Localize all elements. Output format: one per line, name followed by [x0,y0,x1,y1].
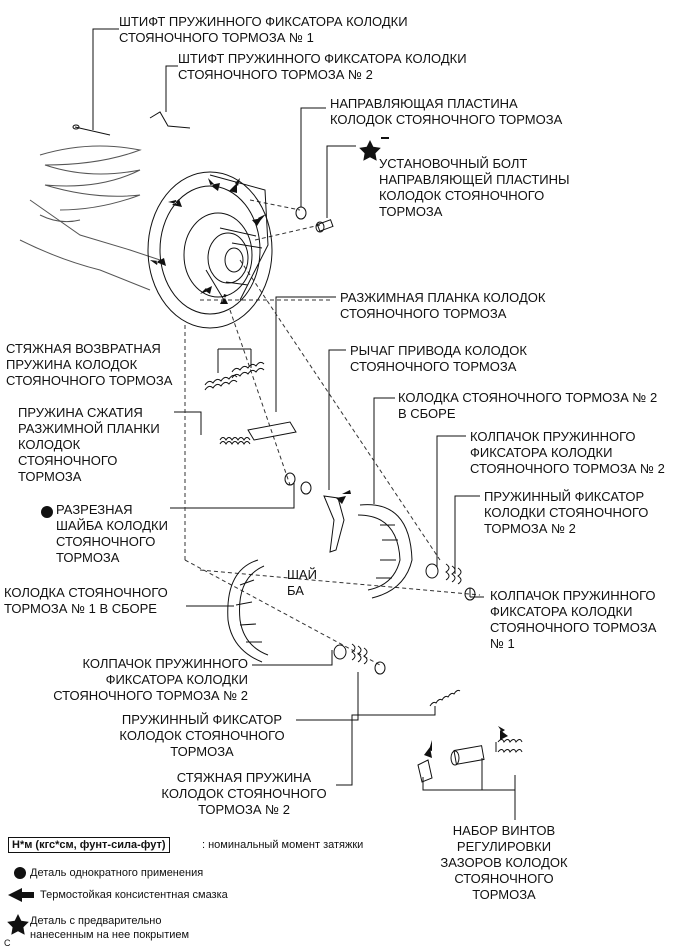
backing-plate [147,171,273,329]
cup2-left-part [333,644,347,660]
leader-hold-spring-left [296,672,359,721]
label-pin2: ШТИФТ ПРУЖИННОГО ФИКСАТОРА КОЛОДКИ СТОЯН… [178,51,467,82]
label-guide-plate: НАПРАВЛЯЮЩАЯ ПЛАСТИНА КОЛОДОК СТОЯНОЧНОГ… [330,96,563,127]
leader-cup2-left [252,650,333,666]
legend-unit-text: : номинальный момент затяжки [202,839,364,851]
shoe2-part [357,504,413,599]
suspension-spring [19,145,161,291]
label-strut: РАЗЖИМНАЯ ПЛАНКА КОЛОДОК СТОЯНОЧНОГО ТОР… [340,290,546,321]
label-tension-spring: СТЯЖНАЯ ПРУЖИНА КОЛОДОК СТОЯНОЧНОГО ТОРМ… [161,770,327,817]
tension-spring-part [429,689,461,707]
leader-pin2 [165,65,178,112]
grease-arrow-adjuster-1 [424,740,432,758]
single-use-dot-icon [41,506,53,518]
legend-grease-text: Термостойкая консистентная смазка [40,889,228,901]
leader-adjuster [422,775,516,791]
dashed-line-3 [184,559,381,666]
lever-part [323,495,345,553]
grease-arrow-7 [220,294,228,304]
adjuster-part [417,739,523,783]
hold-spring-right-part [445,563,462,585]
label-cup2-right: КОЛПАЧОК ПРУЖИННОГО ФИКСАТОРА КОЛОДКИ СТ… [470,429,665,476]
label-cup2-left: КОЛПАЧОК ПРУЖИННОГО ФИКСАТОРА КОЛОДКИ СТ… [53,656,248,703]
label-lever: РЫЧАГ ПРИВОДА КОЛОДОК СТОЯНОЧНОГО ТОРМОЗ… [350,343,527,374]
label-shoe1: КОЛОДКА СТОЯНОЧНОГО ТОРМОЗА № 1 В СБОРЕ [4,585,168,616]
leader-guide-bolt [326,145,356,218]
precoated-star-icon [359,140,381,161]
hold-spring-left-part [351,643,368,665]
cup2-right-part [425,563,439,579]
label-hold-spring-right: ПРУЖИННЫЙ ФИКСАТОР КОЛОДКИ СТОЯНОЧНОГО Т… [484,489,649,536]
pin1-part [72,124,111,136]
leader-guide-plate [300,107,326,207]
label-guide-bolt: УСТАНОВОЧНЫЙ БОЛТ НАПРАВЛЯЮЩЕЙ ПЛАСТИНЫ … [379,156,570,219]
label-hold-spring-left: ПРУЖИННЫЙ ФИКСАТОР КОЛОДОК СТОЯНОЧНОГО Т… [119,712,285,759]
grease-arrow-lever [336,490,351,504]
hub-assembly [183,212,263,301]
leader-lever [328,349,346,490]
guide-plate-part [295,206,307,220]
dashed-line-5 [249,199,301,211]
corner-mark: C [4,938,11,948]
grease-arrow-1 [168,199,182,207]
leader-hold-spring-right [454,495,480,574]
shoe1-part [227,559,269,663]
return-spring-parts [204,361,265,391]
legend-unit-box: Н*м (кгс*см, фунт-сила-фут) [8,837,170,853]
leader-tension-spring [336,706,436,786]
grease-arrow-adjuster-2 [498,726,508,740]
label-pin1: ШТИФТ ПРУЖИННОГО ФИКСАТОРА КОЛОДКИ СТОЯН… [119,14,408,45]
label-return-spring: СТЯЖНАЯ ВОЗВРАТНАЯ ПРУЖИНА КОЛОДОК СТОЯН… [6,341,173,388]
label-shoe2: КОЛОДКА СТОЯНОЧНОГО ТОРМОЗА № 2 В СБОРЕ [398,390,658,421]
label-adjuster: НАБОР ВИНТОВ РЕГУЛИРОВКИ ЗАЗОРОВ КОЛОДОК… [440,823,568,902]
leader-c-washer [170,483,295,509]
grease-arrow-5 [150,258,166,266]
label-strut-spring: ПРУЖИНА СЖАТИЯ РАЗЖИМНОЙ ПЛАНКИ КОЛОДОК … [18,405,160,484]
torque-value [381,137,389,139]
grease-arrow-6 [200,286,212,294]
guide-bolt-part [315,219,334,233]
dashed-line-4 [229,309,291,486]
grease-arrow-3 [229,178,240,193]
grease-arrow-4 [252,214,266,226]
pin2-part [149,111,191,129]
strut-spring-part [219,437,251,445]
label-washer: ШАЙ БА [287,567,317,598]
strut-part [247,421,297,441]
label-c-washer: РАЗРЕЗНАЯ ШАЙБА КОЛОДКИ СТОЯНОЧНОГО ТОРМ… [56,502,168,565]
dashed-line-6 [254,224,321,241]
leader-strut [275,296,336,412]
cup1-part [464,587,476,601]
leader-shoe2 [373,397,395,504]
legend-single-use-icon [14,867,26,879]
label-cup1: КОЛПАЧОК ПРУЖИННОГО ФИКСАТОРА КОЛОДКИ СТ… [490,588,657,651]
leader-pin1 [92,28,119,130]
legend-grease-icon [8,888,34,902]
leader-cup2-right [436,435,466,567]
cup-left-end-part [374,661,386,675]
grease-arrow-2 [208,178,220,191]
c-washer-part [284,472,296,486]
dashed-line-8 [199,569,481,596]
legend-precoated-text: Деталь с предварительно нанесенным на не… [30,915,190,941]
washer-part [300,481,312,495]
leader-strut-spring [174,411,202,435]
legend-single-use-text: Деталь однократного применения [30,867,204,879]
legend-precoated-star-icon [7,914,29,935]
